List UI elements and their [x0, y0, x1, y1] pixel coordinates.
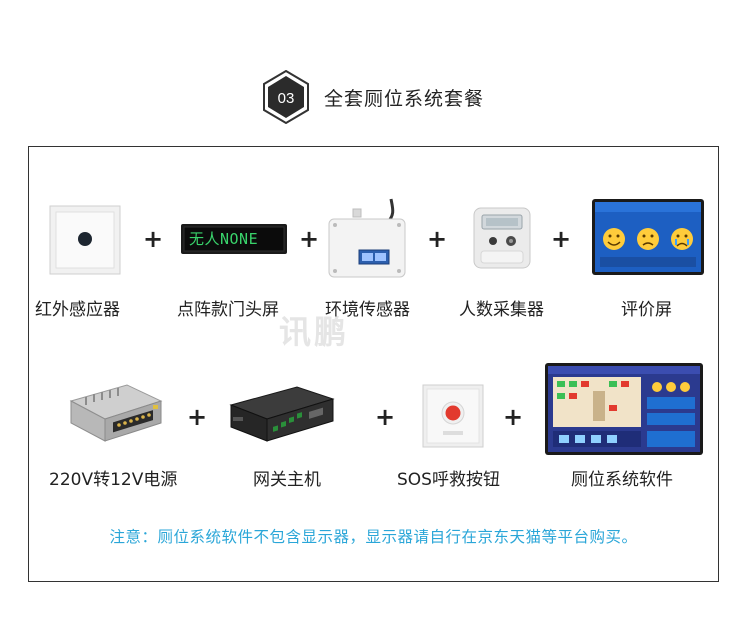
gateway-host-image: [227, 383, 337, 451]
plus-sign: +: [551, 225, 572, 253]
environment-sensor-image: [325, 195, 409, 285]
hexagon-number-badge: 03: [263, 70, 309, 124]
product-label-power-supply: 220V转12V电源: [49, 470, 178, 490]
toilet-system-software-image: [545, 363, 703, 459]
sos-button-image: [421, 383, 485, 453]
product-label-infrared-sensor: 红外感应器: [35, 300, 120, 320]
evaluation-screen-image: [592, 199, 704, 279]
purchase-note: 注意：厕位系统软件不包含显示器，显示器请自行在京东天猫等平台购买。: [109, 528, 638, 546]
product-label-environment-sensor: 环境传感器: [325, 300, 410, 320]
plus-sign: +: [375, 403, 396, 431]
product-label-people-counter: 人数采集器: [459, 300, 544, 320]
product-label-toilet-system-software: 厕位系统软件: [571, 470, 673, 490]
plus-sign: +: [503, 403, 524, 431]
led-door-display-image: 无人NONE: [181, 224, 287, 258]
led-display-text: 无人NONE: [189, 230, 259, 248]
plus-sign: +: [143, 225, 164, 253]
people-counter-image: [473, 207, 531, 273]
plus-sign: +: [427, 225, 448, 253]
plus-sign: +: [187, 403, 208, 431]
product-panel: 讯鹏 红外感应器 + 无人NONE 点阵款门头屏 + 环境传: [28, 146, 719, 582]
page-title: 全套厕位系统套餐: [324, 88, 485, 110]
brand-watermark: 讯鹏: [279, 313, 350, 351]
product-label-led-door-display: 点阵款门头屏: [177, 300, 279, 320]
section-header: 03 全套厕位系统套餐: [0, 70, 750, 126]
product-label-gateway-host: 网关主机: [253, 470, 321, 490]
infrared-sensor-image: [49, 205, 121, 279]
header-number: 03: [278, 90, 295, 107]
power-supply-image: [65, 379, 165, 451]
product-label-evaluation-screen: 评价屏: [621, 300, 672, 320]
plus-sign: +: [299, 225, 320, 253]
product-label-sos-button: SOS呼救按钮: [397, 470, 500, 490]
